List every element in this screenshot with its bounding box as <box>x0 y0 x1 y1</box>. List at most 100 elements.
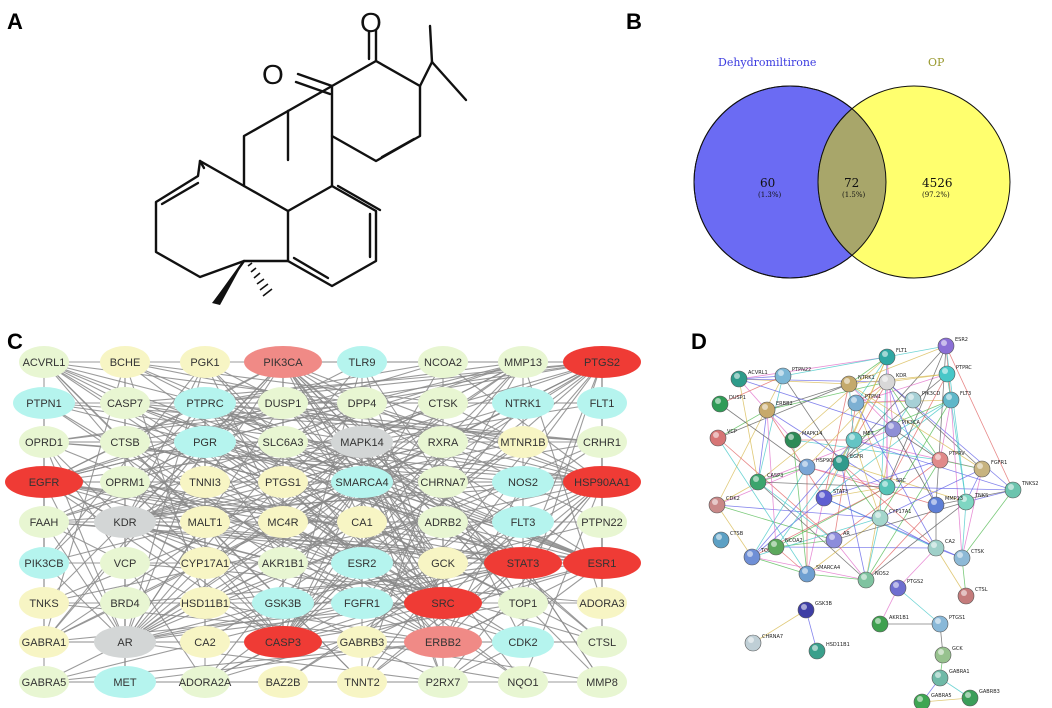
network-c-node <box>180 626 230 658</box>
network-c-node-label: CA1 <box>351 517 372 529</box>
network-c-node <box>563 547 641 579</box>
network-d-node <box>942 391 960 409</box>
network-c-node-label: NOS2 <box>508 477 538 489</box>
network-d-edge <box>865 501 967 581</box>
network-c-node <box>418 387 468 419</box>
network-c-edge <box>43 361 284 643</box>
network-d-node <box>878 478 896 496</box>
network-c-edge <box>361 641 603 683</box>
network-c-node-label: PIK3CB <box>24 558 63 570</box>
network-d-node-label: MET <box>863 431 874 437</box>
panel-label-a: A <box>7 9 23 34</box>
network-d-edge <box>757 375 784 483</box>
network-d-edge <box>717 383 850 439</box>
network-d-node-label: CTSL <box>975 587 988 593</box>
network-c-edge <box>43 481 284 643</box>
network-c-node <box>418 346 468 378</box>
network-d-edge <box>886 486 1014 491</box>
network-c-node <box>331 466 393 498</box>
network-c-node-label: NQO1 <box>507 677 538 689</box>
network-d-node-label: ACVRL1 <box>748 370 768 376</box>
network-d-node-label: CTSB <box>730 531 744 537</box>
network-c-node <box>100 426 150 458</box>
network-c-node-label: FLT3 <box>511 517 536 529</box>
network-d-node-highlight <box>938 649 944 655</box>
network-d-node-label: ERBB2 <box>776 401 793 407</box>
network-c-node <box>19 547 69 579</box>
network-d-node-highlight <box>778 370 784 376</box>
network-c-node-label: ADRB2 <box>425 517 462 529</box>
network-c-edge <box>124 641 444 683</box>
network-c-node-label: SMARCA4 <box>335 477 388 489</box>
network-d-edge <box>865 504 937 581</box>
network-c-node-label: ADORA2A <box>179 677 232 689</box>
network-d-edge <box>806 517 881 575</box>
network-c-node-label: MALT1 <box>188 517 223 529</box>
network-c-node-label: GABRB3 <box>340 637 385 649</box>
network-d-edge <box>848 345 947 385</box>
network-d-node-highlight <box>802 568 808 574</box>
network-c-node-label: AR <box>117 637 132 649</box>
network-d-node-label: TNKS2 <box>1021 481 1038 487</box>
network-d-node-label: NCOA2 <box>785 538 803 544</box>
network-d-node-highlight <box>819 492 825 498</box>
network-c-node-label: FAAH <box>30 517 59 529</box>
network-d-edge <box>766 409 888 488</box>
network-d-node <box>749 473 767 491</box>
network-c-node-label: TNNT2 <box>344 677 379 689</box>
network-c-node <box>19 506 69 538</box>
network-c-node <box>100 387 150 419</box>
network-c-node <box>577 666 627 698</box>
network-d-node-highlight <box>771 541 777 547</box>
network-c-node <box>563 346 641 378</box>
network-d-edge <box>738 378 888 383</box>
network-c-node <box>13 387 75 419</box>
network-c-node <box>258 666 308 698</box>
network-d-edge <box>961 501 967 559</box>
network-d-edge <box>782 345 947 377</box>
network-c-edge <box>361 441 444 564</box>
network-c-edge <box>282 441 444 483</box>
network-c-node <box>258 466 308 498</box>
network-d-edge <box>719 375 784 405</box>
network-d-node-label: PTPRC <box>956 365 972 371</box>
network-d-edge <box>848 373 948 385</box>
network-d-edge <box>853 439 881 519</box>
network-c-edge <box>124 602 363 643</box>
network-c-node <box>19 587 69 619</box>
panel-label-b: B <box>626 9 642 34</box>
network-d-edge <box>717 409 768 439</box>
network-c-node <box>331 426 393 458</box>
network-d-node-highlight <box>882 481 888 487</box>
network-c-edge <box>204 481 363 604</box>
network-d-node <box>871 615 889 633</box>
network-d-edge <box>950 399 963 559</box>
network-d-node-highlight <box>861 574 867 580</box>
network-d-node <box>884 420 902 438</box>
network-c-node-label: SRC <box>431 598 454 610</box>
network-d-edge <box>766 381 888 411</box>
network-d-node-highlight <box>882 376 888 382</box>
network-d-node-label: MAPK14 <box>802 431 822 437</box>
network-c-node-label: GSK3B <box>265 598 302 610</box>
network-d-node-highlight <box>935 454 941 460</box>
network-d-node-highlight <box>875 512 881 518</box>
network-d-node-highlight <box>747 551 753 557</box>
network-d-node <box>878 373 896 391</box>
network-d-edge <box>823 383 850 499</box>
network-c-node-label: OPRD1 <box>25 437 63 449</box>
network-c-node-label: CTSL <box>588 637 616 649</box>
network-d-edge <box>775 546 937 549</box>
network-c-node-label: PTGS1 <box>265 477 301 489</box>
network-d-node-label: HSP90AA1 <box>816 458 842 464</box>
network-d-node <box>845 431 863 449</box>
network-d-node-highlight <box>748 637 754 643</box>
network-d-node-label: CTSK <box>971 549 985 555</box>
network-d-edge <box>840 462 937 549</box>
network-c-node-label: RXRA <box>428 437 459 449</box>
network-d-edge <box>757 402 857 483</box>
network-c-node-label: CASP3 <box>265 637 301 649</box>
network-d-edge <box>848 383 894 430</box>
network-c-node <box>244 346 322 378</box>
network-d-node-label: FLT3 <box>960 391 971 397</box>
